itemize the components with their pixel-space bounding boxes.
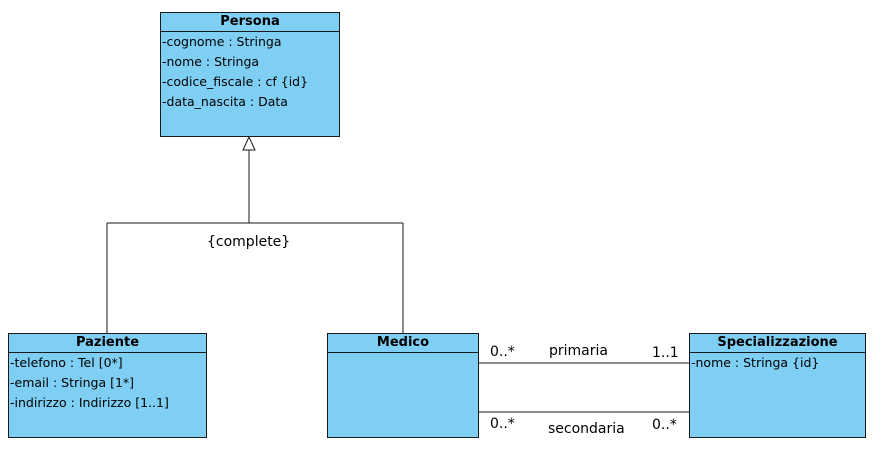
attribute: -nome : Stringa: [162, 54, 260, 69]
secondaria-association-name: secondaria: [548, 421, 625, 437]
primaria-association-name: primaria: [549, 343, 608, 359]
generalization-arrowhead: [242, 135, 256, 151]
class-specializzazione[interactable]: Specializzazione -nome : Stringa {id}: [689, 333, 866, 438]
primaria-spec-multiplicity: 1..1: [652, 345, 679, 361]
attribute: -email : Stringa [1*]: [10, 375, 135, 390]
attribute: -data_nascita : Data: [162, 94, 288, 109]
attribute: -cognome : Stringa: [162, 34, 282, 49]
secondaria-medico-multiplicity: 0..*: [490, 416, 515, 432]
class-medico[interactable]: Medico: [327, 333, 479, 438]
class-paziente[interactable]: Paziente -telefono : Tel [0*] -email : S…: [8, 333, 207, 438]
class-specializzazione-attributes: -nome : Stringa {id}: [690, 353, 865, 373]
attribute: -codice_fiscale : cf {id}: [162, 74, 309, 89]
attribute: -nome : Stringa {id}: [691, 355, 820, 370]
primaria-medico-multiplicity: 0..*: [490, 344, 515, 360]
class-specializzazione-name: Specializzazione: [690, 334, 865, 353]
class-paziente-name: Paziente: [9, 334, 206, 353]
attribute: -indirizzo : Indirizzo [1..1]: [10, 395, 169, 410]
generalization-constraint-label: {complete}: [207, 234, 291, 250]
class-persona-attributes: -cognome : Stringa -nome : Stringa -codi…: [161, 32, 339, 112]
secondaria-spec-multiplicity: 0..*: [652, 417, 677, 433]
class-persona[interactable]: Persona -cognome : Stringa -nome : Strin…: [160, 12, 340, 137]
attribute: -telefono : Tel [0*]: [10, 355, 123, 370]
class-paziente-attributes: -telefono : Tel [0*] -email : Stringa [1…: [9, 353, 206, 413]
class-persona-name: Persona: [161, 13, 339, 32]
class-medico-name: Medico: [328, 334, 478, 353]
